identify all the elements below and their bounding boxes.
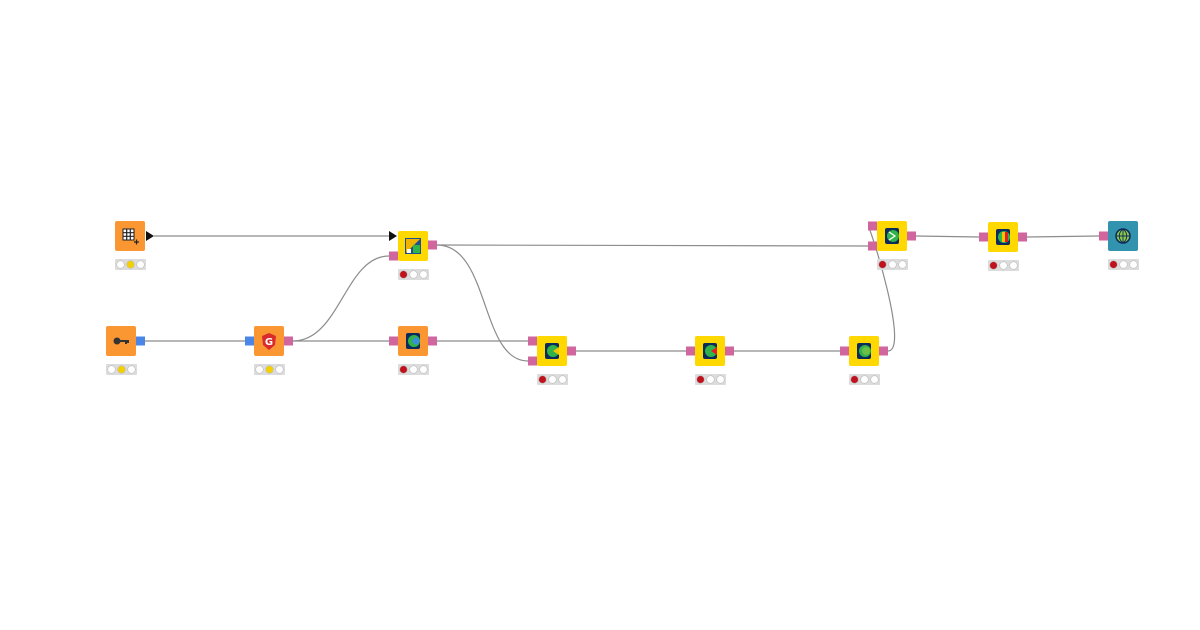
status-light — [399, 365, 408, 374]
status-light — [107, 365, 116, 374]
status-light — [898, 260, 907, 269]
node-connector[interactable] — [389, 326, 437, 375]
status-light — [136, 260, 145, 269]
input-port[interactable] — [389, 251, 398, 261]
svg-text:G: G — [265, 337, 273, 348]
status-light — [860, 375, 869, 384]
status-traffic-light — [1108, 259, 1139, 270]
status-light — [696, 375, 705, 384]
node-process-3[interactable] — [840, 336, 888, 385]
status-light — [706, 375, 715, 384]
output-port[interactable] — [428, 240, 437, 250]
input-port[interactable] — [528, 356, 537, 366]
input-port[interactable] — [389, 336, 398, 346]
input-port[interactable] — [979, 232, 988, 242]
node-credentials[interactable] — [106, 326, 145, 375]
connection-edge[interactable] — [436, 244, 529, 362]
status-light — [116, 260, 125, 269]
connection-edge[interactable] — [292, 255, 390, 342]
status-light — [870, 375, 879, 384]
status-light — [419, 365, 428, 374]
status-light — [265, 365, 274, 374]
status-light — [850, 375, 859, 384]
node-table-to-chart-data[interactable] — [389, 231, 437, 280]
input-port-flow[interactable] — [389, 231, 397, 241]
status-light — [888, 260, 897, 269]
status-traffic-light — [695, 374, 726, 385]
key-icon — [113, 337, 121, 345]
node-joiner[interactable] — [868, 221, 916, 270]
status-traffic-light — [398, 364, 429, 375]
connection-edge[interactable] — [915, 235, 980, 238]
status-light — [538, 375, 547, 384]
status-light — [409, 365, 418, 374]
status-traffic-light — [849, 374, 880, 385]
output-port[interactable] — [1018, 232, 1027, 242]
nodes: G — [106, 221, 1139, 385]
output-port[interactable] — [725, 346, 734, 356]
node-process-2[interactable] — [686, 336, 734, 385]
status-light — [127, 365, 136, 374]
status-traffic-light — [537, 374, 568, 385]
status-light — [419, 270, 428, 279]
status-light — [117, 365, 126, 374]
node-google-auth[interactable]: G — [245, 326, 293, 375]
node-view[interactable] — [1099, 221, 1139, 270]
input-port[interactable] — [1099, 231, 1108, 241]
input-port[interactable] — [840, 346, 849, 356]
connection-edge[interactable] — [436, 244, 869, 247]
status-light — [878, 260, 887, 269]
output-port[interactable] — [284, 336, 293, 346]
status-traffic-light — [106, 364, 137, 375]
google-shield-icon — [262, 333, 276, 350]
status-light — [999, 261, 1008, 270]
node-table-creator[interactable] — [115, 221, 154, 270]
output-port[interactable] — [136, 336, 145, 346]
status-light — [548, 375, 557, 384]
status-light — [126, 260, 135, 269]
status-traffic-light — [877, 259, 908, 270]
status-light — [989, 261, 998, 270]
status-light — [275, 365, 284, 374]
output-port[interactable] — [428, 336, 437, 346]
status-light — [558, 375, 567, 384]
connection-edge[interactable] — [867, 225, 896, 352]
status-light — [1119, 260, 1128, 269]
node-process-1[interactable] — [528, 336, 576, 385]
input-port[interactable] — [528, 336, 537, 346]
status-light — [1009, 261, 1018, 270]
status-light — [716, 375, 725, 384]
status-light — [1109, 260, 1118, 269]
input-port[interactable] — [245, 336, 254, 346]
output-port-flow[interactable] — [146, 231, 154, 241]
status-light — [255, 365, 264, 374]
input-port[interactable] — [868, 221, 877, 231]
status-traffic-light — [254, 364, 285, 375]
status-traffic-light — [115, 259, 146, 270]
status-traffic-light — [988, 260, 1019, 271]
output-port[interactable] — [567, 346, 576, 356]
connections — [145, 225, 1100, 362]
table-plus-icon — [122, 228, 135, 241]
status-light — [399, 270, 408, 279]
status-light — [1129, 260, 1138, 269]
connection-edge[interactable] — [1026, 235, 1100, 238]
output-port[interactable] — [907, 231, 916, 241]
status-light — [409, 270, 418, 279]
input-port[interactable] — [868, 241, 877, 251]
output-port[interactable] — [879, 346, 888, 356]
status-traffic-light — [398, 269, 429, 280]
input-port[interactable] — [686, 346, 695, 356]
node-color-manager[interactable] — [979, 222, 1027, 271]
